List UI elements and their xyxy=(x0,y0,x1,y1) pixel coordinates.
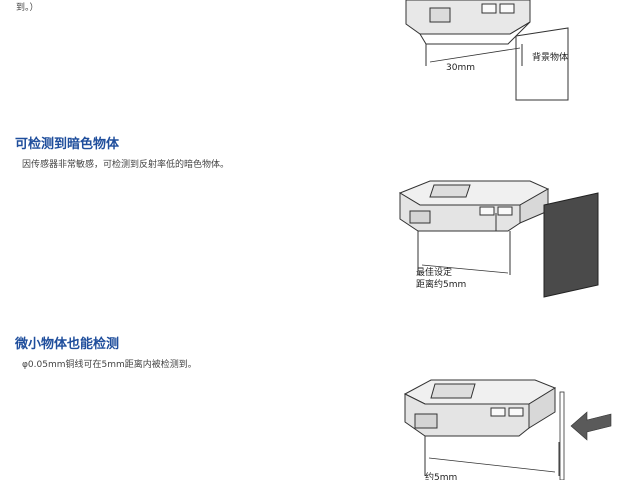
section-title-tiny-object: 微小物体也能检测 xyxy=(15,337,120,352)
section-desc-tiny-object: φ0.05mm铜线可在5mm距离内被检测到。 xyxy=(22,360,197,370)
section-title-dark-object: 可检测到暗色物体 xyxy=(15,137,120,152)
distance-label: 30mm xyxy=(446,63,475,73)
previous-section-text: 到。） xyxy=(16,3,39,13)
figure-tiny-object: 约5mm xyxy=(403,379,612,480)
figure-background-object: 背景物体 30mm xyxy=(405,0,569,101)
distance-label: 约5mm xyxy=(425,471,457,480)
object-label: 背景物体 xyxy=(532,51,568,63)
optimal-setting-label: 最佳设定 xyxy=(416,266,452,278)
distance-about-label: 距离约5mm xyxy=(416,278,466,290)
figure-dark-object: 最佳设定 距离约5mm xyxy=(398,180,599,298)
section-desc-dark-object: 因传感器非常敏感，可检测到反射率低的暗色物体。 xyxy=(22,160,230,170)
